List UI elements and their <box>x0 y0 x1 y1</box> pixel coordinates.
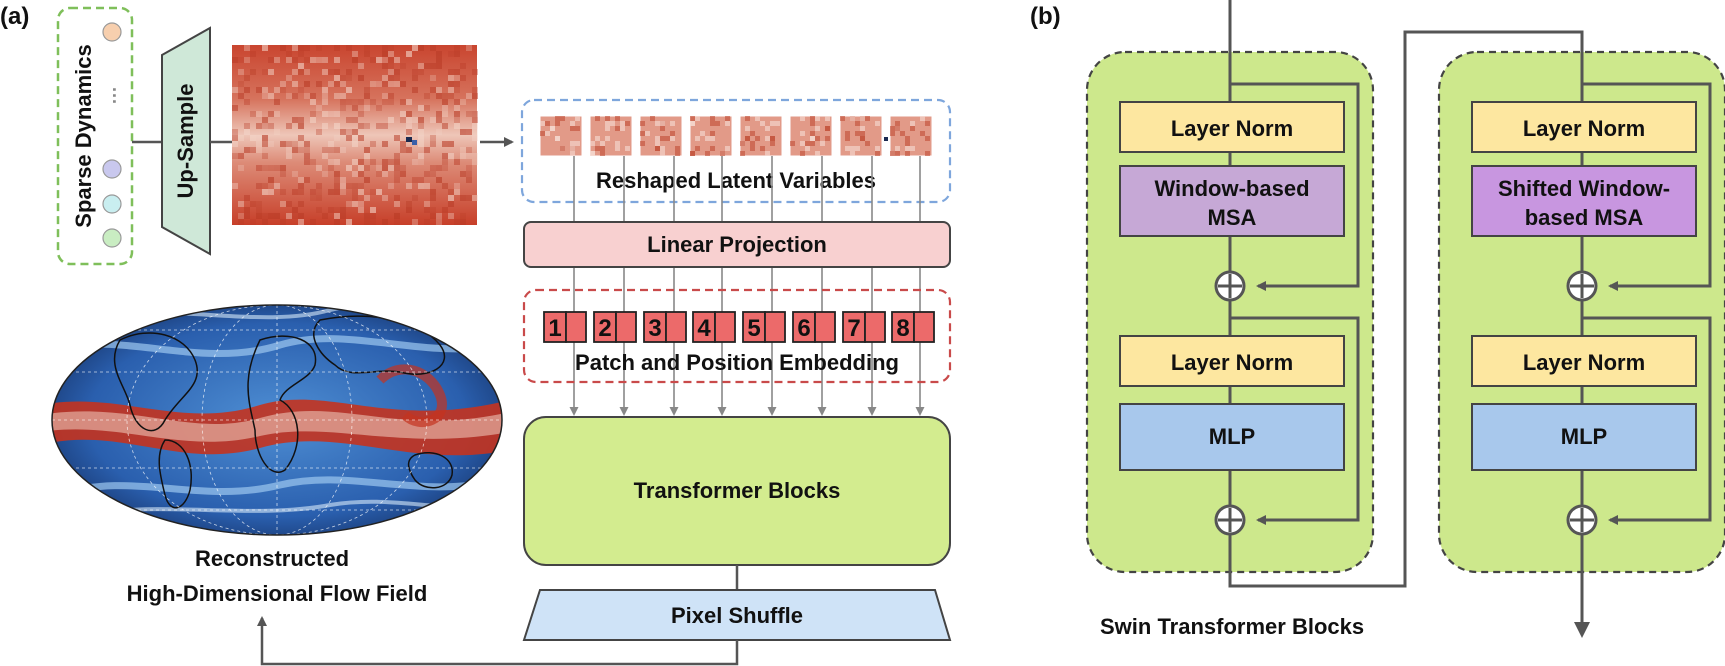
b1-msa-label-line1: Window-based <box>1154 176 1309 201</box>
b2-msa-label-line2: based MSA <box>1525 205 1644 230</box>
b2-layer-norm-bottom-label: Layer Norm <box>1523 350 1645 375</box>
panel-b-label: (b) <box>1030 3 1061 30</box>
b2-msa-block <box>1471 165 1697 237</box>
patch-token-3: 3 <box>643 311 687 343</box>
patch-embedding-label: Patch and Position Embedding <box>575 350 899 375</box>
patch-number-4: 4 <box>697 315 711 342</box>
patch-number-2: 2 <box>598 315 611 342</box>
patch-number-1: 1 <box>548 315 561 342</box>
b1-mlp-label: MLP <box>1209 424 1255 449</box>
swin-caption: Swin Transformer Blocks <box>1100 614 1364 639</box>
patch-tokens: 1 2 3 4 5 6 7 8 <box>543 311 935 343</box>
transformer-blocks-label: Transformer Blocks <box>634 478 841 503</box>
b1-mlp-block <box>1119 403 1345 471</box>
patch-embedding-box <box>522 288 952 384</box>
adder-plus-signs <box>1218 274 1594 532</box>
b1-msa-block <box>1119 165 1345 237</box>
patch-token-1: 1 <box>543 311 587 343</box>
reshaped-patch-3 <box>639 115 683 157</box>
swin-output-arrowhead <box>1574 622 1590 638</box>
b2-msa-label-line1: Shifted Window- <box>1498 176 1670 201</box>
patch-token-8: 8 <box>891 311 935 343</box>
arrow-to-reconstruction <box>257 616 739 666</box>
patch-connectors <box>569 156 925 416</box>
b2-mlp-label: MLP <box>1561 424 1607 449</box>
sparse-dynamics-box <box>56 6 134 266</box>
reconstructed-flow-field-map <box>51 304 503 536</box>
reshaped-patch-2 <box>589 115 633 157</box>
upsample-block <box>161 26 211 256</box>
patch-number-8: 8 <box>896 315 909 342</box>
reshaped-patch-1 <box>539 115 583 157</box>
swin-data-path <box>1228 0 1584 628</box>
pixel-shuffle-label: Pixel Shuffle <box>671 603 803 628</box>
panel-a-label: (a) <box>0 3 29 30</box>
b1-layer-norm-bottom <box>1119 335 1345 387</box>
upsample-label: Up-Sample <box>173 84 198 199</box>
b2-layer-norm-bottom <box>1471 335 1697 387</box>
reshaped-patch-7 <box>839 115 883 157</box>
sensor-dot-1 <box>102 22 122 42</box>
reshaped-latent-box <box>520 98 952 204</box>
linear-projection-label: Linear Projection <box>647 232 827 257</box>
b1-layer-norm-top <box>1119 101 1345 153</box>
patch-token-2: 2 <box>593 311 637 343</box>
sensor-dot-3 <box>102 194 122 214</box>
sensor-dot-2 <box>102 159 122 179</box>
sparse-dynamics-label: Sparse Dynamics <box>71 44 96 227</box>
reshaped-patches <box>539 115 933 157</box>
patch-token-4: 4 <box>692 311 736 343</box>
patch-token-7: 7 <box>842 311 886 343</box>
b2-layer-norm-top-label: Layer Norm <box>1523 116 1645 141</box>
patch-number-7: 7 <box>847 315 860 342</box>
linear-projection-block <box>523 221 951 268</box>
b1-layer-norm-top-label: Layer Norm <box>1171 116 1293 141</box>
pixel-shuffle-block <box>522 589 952 641</box>
patch-number-5: 5 <box>747 315 760 342</box>
patch-token-6: 6 <box>792 311 836 343</box>
swin-residual-paths <box>1230 82 1712 525</box>
patch-token-5: 5 <box>742 311 786 343</box>
upsampled-field-image <box>232 45 478 225</box>
sensor-ellipsis: ··· <box>104 87 124 105</box>
reshaped-patch-6 <box>789 115 833 157</box>
b2-mlp-block <box>1471 403 1697 471</box>
reshaped-patch-8 <box>889 115 933 157</box>
reshaped-patch-5 <box>739 115 783 157</box>
reshaped-label: Reshaped Latent Variables <box>596 168 876 193</box>
b1-msa-label-line2: MSA <box>1208 205 1257 230</box>
reconstructed-label-line2: High-Dimensional Flow Field <box>127 581 428 606</box>
reconstructed-label-line1: Reconstructed <box>195 546 349 571</box>
b2-layer-norm-top <box>1471 101 1697 153</box>
reshaped-patch-4 <box>689 115 733 157</box>
patch-number-3: 3 <box>648 315 661 342</box>
patch-number-6: 6 <box>797 315 810 342</box>
sensor-dot-4 <box>102 228 122 248</box>
b1-layer-norm-bottom-label: Layer Norm <box>1171 350 1293 375</box>
